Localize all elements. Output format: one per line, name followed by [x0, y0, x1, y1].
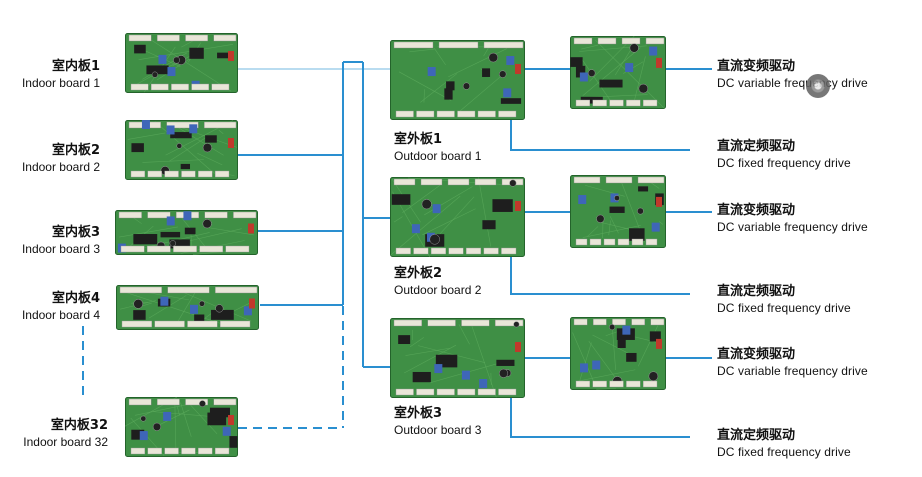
outdoor-board-2-cn: 室外板2: [394, 266, 443, 281]
fixed-drive-3-en: DC fixed frequency drive: [717, 445, 851, 459]
outdoor-board-2-en: Outdoor board 2: [394, 283, 482, 297]
indoor-board-1-cn: 室内板1: [51, 59, 100, 74]
variable-drive-3-cn: 直流变频驱动: [717, 347, 796, 362]
indoor-board-1-image: [125, 33, 238, 93]
outdoor-board-3-label: 室外板3 Outdoor board 3: [394, 405, 481, 438]
indoor-board-3-label: 室内板3 Indoor board 3: [0, 224, 100, 257]
variable-drive-3-image: [570, 317, 666, 390]
circuit-board-icon: [570, 317, 666, 390]
fixed-drive-2-en: DC fixed frequency drive: [717, 301, 851, 315]
variable-drive-2-cn: 直流变频驱动: [717, 203, 796, 218]
variable-drive-2-en: DC variable frequency drive: [717, 220, 868, 234]
indoor-board-32-en: Indoor board 32: [23, 435, 108, 449]
indoor-board-4-en: Indoor board 4: [21, 308, 100, 322]
fixed-drive-1-cn: 直流定频驱动: [717, 139, 796, 154]
fixed-drive-3-cn: 直流定频驱动: [717, 428, 796, 443]
outdoor-board-1-en: Outdoor board 1: [394, 149, 482, 163]
variable-drive-3-en: DC variable frequency drive: [717, 364, 868, 378]
variable-drive-1-image: [570, 36, 666, 109]
circuit-board-icon: [570, 36, 666, 109]
outdoor-board-1-label: 室外板1 Outdoor board 1: [394, 131, 481, 164]
circuit-board-icon: [125, 120, 238, 180]
indoor-board-3-image: [115, 210, 258, 255]
outdoor-board-3-image: [390, 318, 525, 398]
circuit-board-icon: [390, 318, 525, 398]
wire-o2-fixed: [510, 248, 690, 295]
circuit-board-icon: [115, 210, 258, 255]
fixed-drive-3-label: 直流定频驱动 DC fixed frequency drive: [717, 427, 851, 461]
outdoor-board-2-image: [390, 177, 525, 257]
circuit-board-icon: [390, 177, 525, 257]
indoor-board-1-label: 室内板1 Indoor board 1: [0, 58, 100, 91]
indoor-board-32-image: [125, 397, 238, 457]
indoor-board-2-label: 室内板2 Indoor board 2: [0, 142, 100, 175]
outdoor-board-1-image: [390, 40, 525, 120]
indoor-board-4-label: 室内板4 Indoor board 4: [0, 290, 100, 323]
fixed-drive-1-label: 直流定频驱动 DC fixed frequency drive: [717, 138, 851, 172]
wire-o3-fixed: [510, 398, 690, 438]
outdoor-board-2-label: 室外板2 Outdoor board 2: [394, 265, 481, 298]
indoor-board-32-cn: 室内板32: [50, 418, 108, 433]
circuit-board-icon: [125, 397, 238, 457]
cursor-indicator-icon: [806, 74, 830, 98]
indoor-board-2-en: Indoor board 2: [21, 160, 100, 174]
indoor-board-1-en: Indoor board 1: [21, 76, 100, 90]
wire-o1-fixed: [510, 120, 690, 151]
indoor-board-2-cn: 室内板2: [51, 143, 100, 158]
fixed-drive-2-cn: 直流定频驱动: [717, 284, 796, 299]
variable-drive-3-label: 直流变频驱动 DC variable frequency drive: [717, 346, 868, 380]
indoor-board-2-image: [125, 120, 238, 180]
circuit-board-icon: [390, 40, 525, 120]
variable-drive-1-cn: 直流变频驱动: [717, 59, 796, 74]
variable-drive-2-image: [570, 175, 666, 248]
outdoor-board-3-en: Outdoor board 3: [394, 423, 482, 437]
indoor-board-4-image: [116, 285, 259, 330]
fixed-drive-2-label: 直流定频驱动 DC fixed frequency drive: [717, 283, 851, 317]
indoor-board-3-en: Indoor board 3: [21, 242, 100, 256]
variable-drive-1-label: 直流变频驱动 DC variable frequency drive: [717, 58, 868, 92]
circuit-board-icon: [116, 285, 259, 330]
outdoor-board-3-cn: 室外板3: [394, 406, 443, 421]
variable-drive-2-label: 直流变频驱动 DC variable frequency drive: [717, 202, 868, 236]
variable-drive-1-en: DC variable frequency drive: [717, 76, 868, 90]
indoor-board-4-cn: 室内板4: [51, 291, 100, 306]
circuit-board-icon: [125, 33, 238, 93]
outdoor-board-1-cn: 室外板1: [394, 132, 443, 147]
circuit-board-icon: [570, 175, 666, 248]
indoor-board-3-cn: 室内板3: [51, 225, 100, 240]
indoor-board-32-label: 室内板32 Indoor board 32: [0, 417, 108, 450]
fixed-drive-1-en: DC fixed frequency drive: [717, 156, 851, 170]
